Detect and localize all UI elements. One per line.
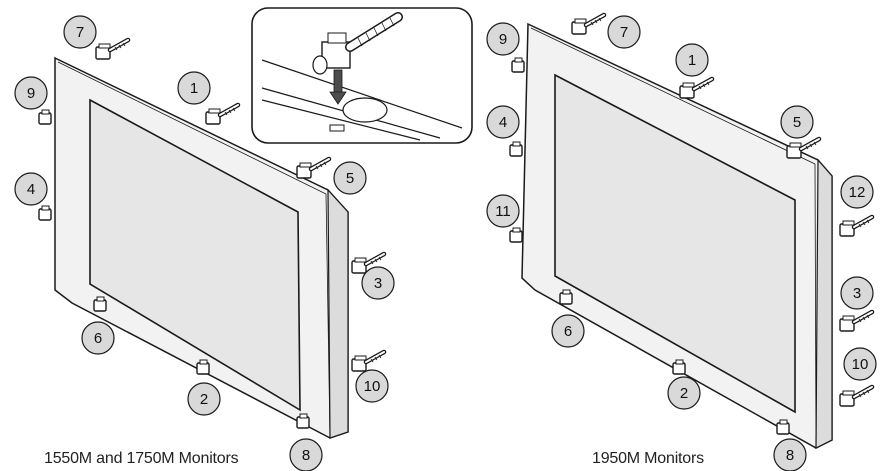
right-callout-11: 11 xyxy=(486,194,520,228)
left-clip-10 xyxy=(352,352,384,371)
right-clip-7 xyxy=(572,15,604,34)
left-monitor-screen xyxy=(89,98,301,412)
right-callout-12: 12 xyxy=(840,175,874,209)
right-callout-9: 9 xyxy=(486,22,520,56)
left-callout-label: 1 xyxy=(190,80,198,97)
left-callout-label: 4 xyxy=(27,181,35,198)
right-monitor-side xyxy=(815,158,833,449)
right-clip-10 xyxy=(840,387,872,406)
left-callout-label: 7 xyxy=(76,24,84,41)
right-callout-label: 9 xyxy=(499,31,507,48)
right-monitor xyxy=(509,15,872,449)
right-callout-1: 1 xyxy=(675,43,709,77)
right-monitor-screen xyxy=(554,73,796,414)
right-callout-6: 6 xyxy=(551,314,585,348)
left-callout-label: 5 xyxy=(346,170,354,187)
right-callout-label: 8 xyxy=(786,447,794,464)
right-callout-2: 2 xyxy=(667,376,701,410)
left-callout-label: 2 xyxy=(200,391,208,408)
left-callout-label: 9 xyxy=(27,85,35,102)
left-callout-7: 7 xyxy=(63,15,97,49)
right-clip-9 xyxy=(511,57,525,73)
right-clip-3 xyxy=(840,312,872,331)
left-monitor-bezel-edge xyxy=(57,61,331,439)
left-callout-6: 6 xyxy=(81,321,115,355)
right-callout-label: 4 xyxy=(499,114,507,131)
right-callout-label: 11 xyxy=(495,203,511,220)
right-clip-4 xyxy=(509,141,523,157)
left-callout-label: 3 xyxy=(374,275,382,292)
left-callout-9: 9 xyxy=(14,76,48,110)
left-callout-10: 10 xyxy=(355,369,389,403)
right-monitor-caption: 1950M Monitors xyxy=(592,450,704,467)
left-callout-2: 2 xyxy=(187,382,221,416)
left-monitor-caption: 1550M and 1750M Monitors xyxy=(44,450,239,467)
left-clip-4 xyxy=(38,205,52,221)
right-callout-label: 7 xyxy=(620,24,628,41)
right-callout-8: 8 xyxy=(773,438,807,471)
clip-detail-inset xyxy=(251,7,473,144)
right-callout-label: 6 xyxy=(564,323,572,340)
left-callout-label: 10 xyxy=(364,378,381,395)
callout-badges: 7 9 1 5 4 3 6 2 10 8 9 7 1 4 5 12 11 3 6 10 2 8 xyxy=(14,15,877,471)
right-clip-1 xyxy=(680,79,712,98)
left-callout-label: 6 xyxy=(94,330,102,347)
right-callout-label: 2 xyxy=(680,385,688,402)
right-callout-7: 7 xyxy=(607,15,641,49)
left-clip-9 xyxy=(38,109,52,125)
left-clip-5 xyxy=(297,159,329,178)
right-callout-10: 10 xyxy=(843,347,877,381)
right-callout-label: 3 xyxy=(853,285,861,302)
right-callout-label: 5 xyxy=(793,114,801,131)
right-callout-3: 3 xyxy=(840,276,874,310)
left-callout-5: 5 xyxy=(333,161,367,195)
right-clip-11 xyxy=(509,227,523,243)
left-callout-4: 4 xyxy=(14,172,48,206)
left-callout-3: 3 xyxy=(361,266,395,300)
left-clip-7 xyxy=(96,40,128,59)
right-callout-label: 12 xyxy=(849,184,866,201)
left-callout-8: 8 xyxy=(289,438,323,471)
left-callout-label: 8 xyxy=(302,447,310,464)
left-monitor xyxy=(38,40,384,439)
right-callout-label: 10 xyxy=(852,356,869,373)
left-callout-1: 1 xyxy=(177,71,211,105)
right-callout-4: 4 xyxy=(486,105,520,139)
left-monitor-side xyxy=(327,188,349,439)
right-clip-12 xyxy=(840,217,872,236)
left-clip-1 xyxy=(206,105,238,124)
right-callout-label: 1 xyxy=(688,52,696,69)
right-callout-5: 5 xyxy=(780,105,814,139)
